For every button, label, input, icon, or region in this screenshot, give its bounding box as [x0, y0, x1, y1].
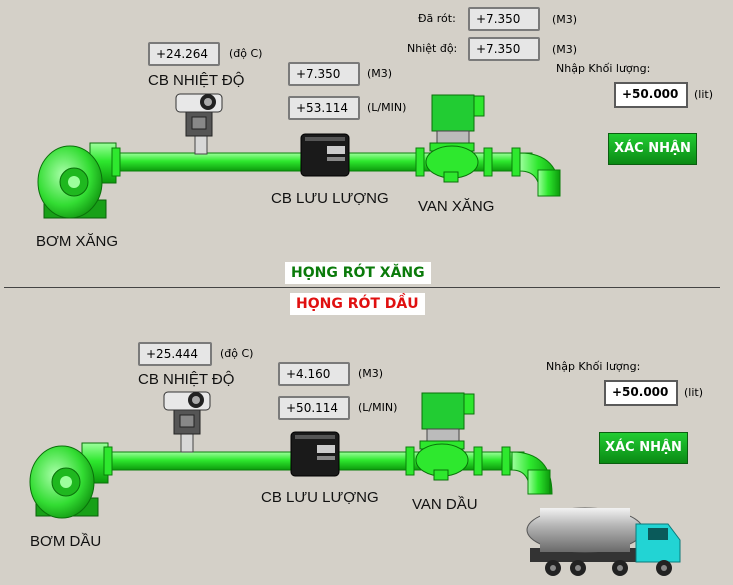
pump-label-bottom: BƠM DẦU [30, 533, 102, 550]
nhiet-do-label: Nhiệt độ: [407, 42, 458, 55]
temp-sensor-label-bottom: CB NHIỆT ĐỘ [138, 371, 235, 388]
nhap-label-bottom: Nhập Khối lượng: [546, 360, 641, 373]
confirm-button-top[interactable]: XÁC NHẬN [608, 133, 697, 165]
confirm-button-bottom[interactable]: XÁC NHẬN [599, 432, 688, 464]
nhiet-do-unit: (M3) [552, 43, 578, 56]
nhap-input-top[interactable]: +50.000 [614, 82, 688, 108]
valve-top [425, 94, 485, 183]
section-title-xang: HỌNG RÓT XĂNG [285, 262, 431, 284]
temp-sensor-top [175, 93, 223, 155]
da-rot-label: Đã rót: [418, 12, 456, 25]
temp-sensor-bottom [163, 391, 211, 453]
nhap-label-top: Nhập Khối lượng: [556, 62, 651, 75]
flow-sensor-top [300, 133, 350, 177]
temp-value-bottom: +25.444 [138, 342, 212, 366]
da-rot-value: +7.350 [468, 7, 540, 31]
flow-sensor-label-top: CB LƯU LƯỢNG [271, 190, 389, 207]
tanker-truck [526, 507, 681, 576]
flow-rate-bottom: +50.114 [278, 396, 350, 420]
valve-label-top: VAN XĂNG [418, 198, 495, 215]
valve-label-bottom: VAN DẦU [412, 496, 478, 513]
flow-sensor-bottom [290, 431, 340, 477]
flow-rate-top: +53.114 [288, 96, 360, 120]
nhap-unit-bottom: (lit) [684, 386, 704, 399]
temp-unit-bottom: (độ C) [220, 347, 254, 360]
flow-rate-unit-bottom: (L/MIN) [358, 401, 398, 414]
section-title-dau: HỌNG RÓT DẦU [290, 293, 425, 315]
valve-bottom [415, 392, 475, 481]
da-rot-unit: (M3) [552, 13, 578, 26]
section-divider [4, 287, 720, 288]
nhap-input-bottom[interactable]: +50.000 [604, 380, 678, 406]
nhiet-do-value: +7.350 [468, 37, 540, 61]
pump-top [37, 142, 117, 219]
pump-bottom [29, 442, 109, 519]
nhap-unit-top: (lit) [694, 88, 714, 101]
flow-volume-unit-top: (M3) [367, 67, 393, 80]
flow-sensor-label-bottom: CB LƯU LƯỢNG [261, 489, 379, 506]
flow-rate-unit-top: (L/MIN) [367, 101, 407, 114]
temp-unit-top: (độ C) [229, 47, 263, 60]
pump-label-top: BƠM XĂNG [36, 233, 119, 250]
flow-volume-bottom: +4.160 [278, 362, 350, 386]
temp-sensor-label-top: CB NHIỆT ĐỘ [148, 72, 245, 89]
flow-volume-top: +7.350 [288, 62, 360, 86]
temp-value-top: +24.264 [148, 42, 220, 66]
flow-volume-unit-bottom: (M3) [358, 367, 384, 380]
